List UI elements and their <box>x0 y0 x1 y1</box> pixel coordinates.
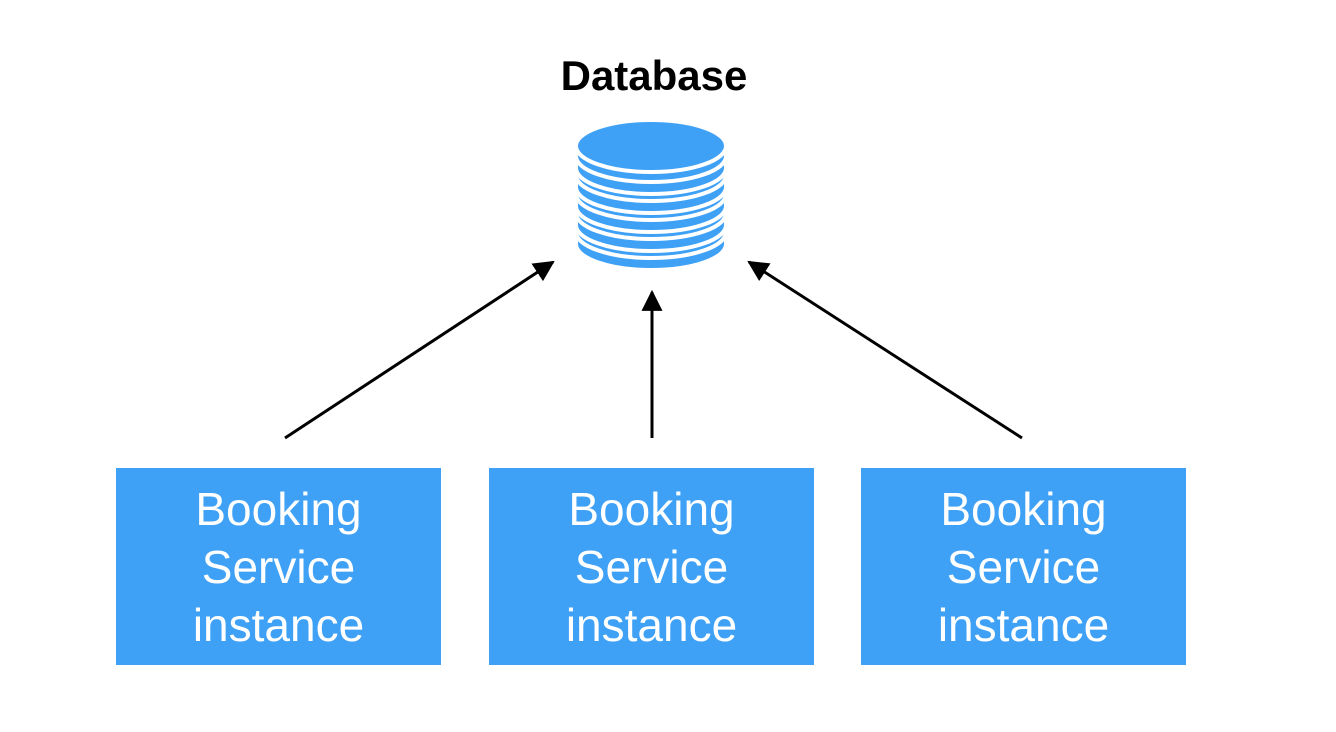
booking-service-box-1: Booking Service instance <box>116 468 441 665</box>
booking-service-box-2: Booking Service instance <box>489 468 814 665</box>
service-label-line: instance <box>192 598 365 651</box>
service-label-line: Service <box>574 540 729 593</box>
service-label-line: instance <box>937 598 1110 651</box>
service-label-line: Service <box>946 540 1101 593</box>
service-label-line: Booking <box>940 482 1107 535</box>
database-top <box>574 118 728 174</box>
database-icon <box>574 118 728 272</box>
booking-service-box-3: Booking Service instance <box>861 468 1186 665</box>
arrow-left <box>284 260 555 440</box>
service-label-line: Booking <box>568 482 735 535</box>
service-label-line: Service <box>201 540 356 593</box>
arrow-right <box>747 260 1023 440</box>
database-title: Database <box>560 52 748 99</box>
service-label-line: instance <box>565 598 738 651</box>
service-label-line: Booking <box>195 482 362 535</box>
